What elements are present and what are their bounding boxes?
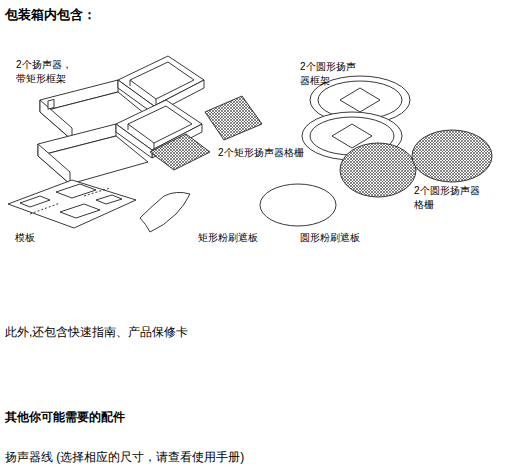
note-text: 此外,还包含快速指南、产品保修卡 xyxy=(5,324,188,340)
part-label: 2个矩形扬声器格栅 xyxy=(218,146,304,160)
template xyxy=(8,180,136,228)
part-label: 2个圆形扬声器格栅 xyxy=(414,184,484,211)
page-heading: 包装箱内包含： xyxy=(5,6,96,24)
rect-grille xyxy=(150,134,210,170)
round-mask xyxy=(260,184,336,226)
section-heading: 其他你可能需要的配件 xyxy=(5,409,125,425)
part-label: 2个扬声器，带矩形框架 xyxy=(16,58,80,85)
part-label: 圆形粉刷遮板 xyxy=(300,231,360,245)
round-grille xyxy=(340,143,416,197)
part-label: 模板 xyxy=(15,231,35,245)
part-label: 2个圆形扬声器框架 xyxy=(300,60,364,87)
note-text: 扬声器线 (选择相应的尺寸，请查看使用手册) xyxy=(5,449,244,465)
round-grille xyxy=(412,130,492,182)
rect-grille xyxy=(205,96,262,140)
part-label: 矩形粉刷遮板 xyxy=(198,231,258,245)
rect-mask xyxy=(140,192,190,232)
